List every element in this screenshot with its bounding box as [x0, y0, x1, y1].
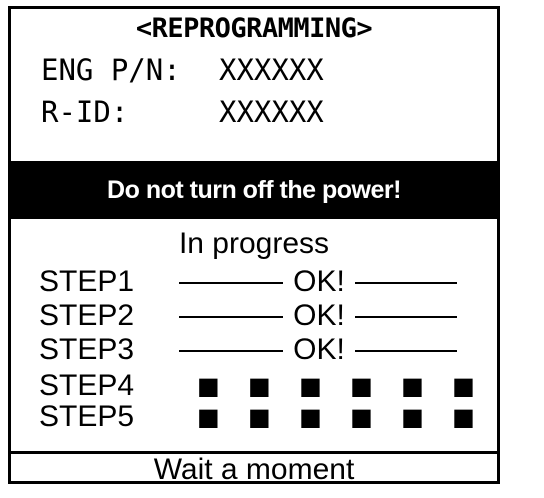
rid-label: R-ID: — [41, 95, 129, 129]
step-line-right — [355, 316, 457, 318]
step-name: STEP3 — [39, 333, 135, 366]
step-pending-dots: ■ ■ ■ ■ ■ ■ ■ ■ ■ ■ ■ ■ — [197, 403, 485, 431]
step-row-5: STEP5 ■ ■ ■ ■ ■ ■ ■ ■ ■ ■ ■ ■ — [39, 400, 479, 434]
step-line-left — [179, 282, 283, 284]
progress-panel: In progress STEP1 OK! STEP2 OK! STEP3 OK… — [11, 219, 497, 451]
eng-pn-value: XXXXXX — [219, 53, 324, 87]
eng-pn-label: ENG P/N: — [41, 53, 181, 87]
step-row-1: STEP1 OK! — [39, 265, 479, 299]
step-line-left — [179, 316, 283, 318]
screen-title: <REPROGRAMMING> — [135, 13, 373, 44]
step-line-right — [355, 282, 457, 284]
step-name: STEP2 — [39, 299, 135, 332]
step-status: OK! — [293, 265, 345, 298]
step-status: OK! — [293, 333, 345, 366]
step-line-right — [355, 350, 457, 352]
power-warning-banner: Do not turn off the power! — [11, 161, 497, 219]
rid-value: XXXXXX — [219, 95, 324, 129]
reprogramming-screen: <REPROGRAMMING> ENG P/N: XXXXXX R-ID: XXXX… — [8, 6, 500, 484]
step-name: STEP5 — [39, 400, 135, 433]
header-panel: <REPROGRAMMING> ENG P/N: XXXXXX R-ID: XXXX… — [11, 9, 497, 161]
eng-pn-row: ENG P/N: XXXXXX — [41, 53, 324, 87]
step-status: OK! — [293, 299, 345, 332]
progress-heading: In progress — [178, 227, 330, 260]
step-row-2: STEP2 OK! — [39, 299, 479, 333]
wait-message: Wait a moment — [11, 451, 497, 481]
step-pending-dots: ■ ■ ■ ■ ■ ■ ■ ■ ■ ■ ■ ■ — [197, 372, 485, 400]
rid-row: R-ID: XXXXXX — [41, 95, 324, 129]
step-line-left — [179, 350, 283, 352]
step-name: STEP1 — [39, 265, 135, 298]
step-row-4: STEP4 ■ ■ ■ ■ ■ ■ ■ ■ ■ ■ ■ ■ — [39, 369, 479, 403]
step-name: STEP4 — [39, 369, 135, 402]
step-row-3: STEP3 OK! — [39, 333, 479, 367]
